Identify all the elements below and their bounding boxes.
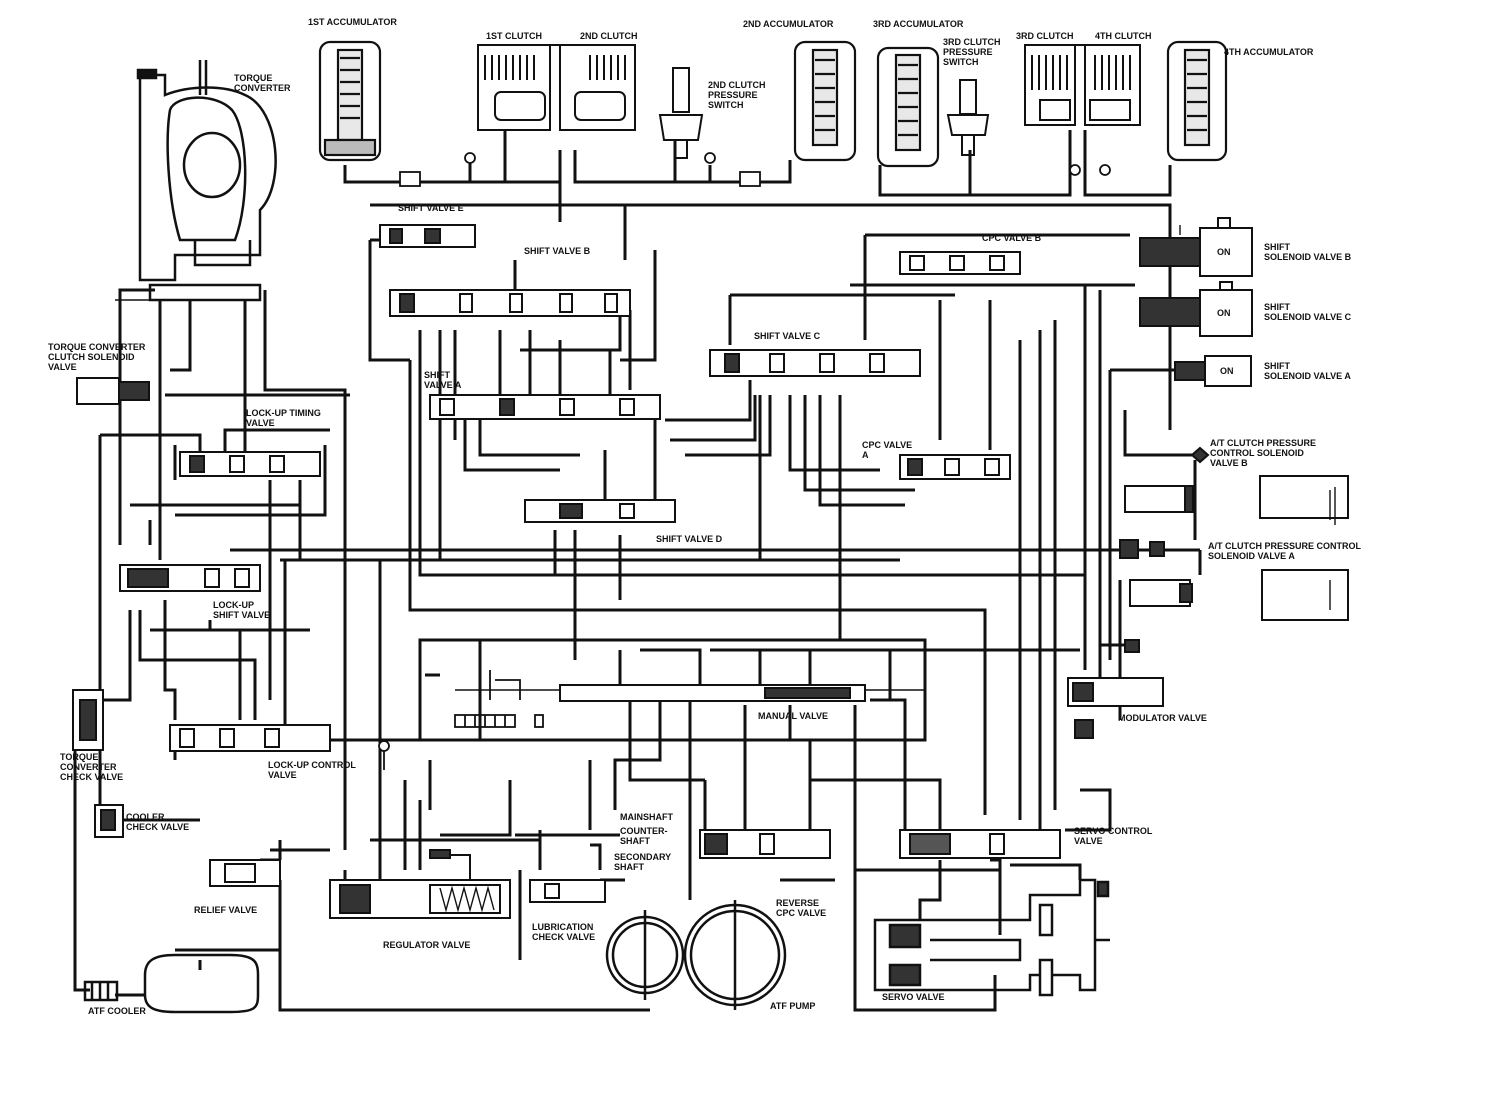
label-3rd-clutch: 3RD CLUTCH (1016, 31, 1074, 41)
label-regulator-valve: REGULATOR VALVE (383, 940, 471, 950)
label-secondary-shaft: SECONDARY SHAFT (614, 852, 672, 872)
accumulator-1st (318, 40, 382, 162)
label-shift-valve-c: SHIFT VALVE C (754, 331, 821, 341)
label-torque-converter-clutch-solenoid: TORQUE CONVERTER CLUTCH SOLENOID VALVE (48, 342, 146, 372)
label-manual-valve: MANUAL VALVE (758, 711, 829, 721)
torque-converter-clutch-solenoid (76, 377, 150, 405)
label-1st-accumulator: 1ST ACCUMULATOR (308, 17, 397, 27)
label-3rd-accumulator: 3RD ACCUMULATOR (873, 19, 964, 29)
label-3rd-clutch-pressure-switch: 3RD CLUTCH PRESSURE SWITCH (943, 37, 1001, 67)
at-clutch-pressure-solenoid-a (1119, 539, 1349, 653)
clutch-3rd-4th (1024, 44, 1141, 126)
label-shift-solenoid-a: SHIFT SOLENOID VALVE A (1264, 361, 1351, 381)
label-4th-clutch: 4TH CLUTCH (1095, 31, 1152, 41)
hydraulic-lines (73, 130, 1202, 1012)
pressure-switch-2nd (658, 67, 704, 159)
servo-valve (873, 878, 1110, 997)
label-countershaft: COUNTER- SHAFT (620, 826, 668, 846)
atf-cooler (83, 953, 260, 1014)
shift-solenoid-b (1139, 217, 1253, 277)
label-lock-up-control-valve: LOCK-UP CONTROL VALVE (268, 760, 356, 780)
label-cpc-valve-b: CPC VALVE B (982, 233, 1042, 243)
atf-pump (605, 900, 787, 1010)
accumulator-3rd (876, 46, 940, 168)
label-2nd-clutch: 2ND CLUTCH (580, 31, 638, 41)
accumulator-4th (1166, 40, 1228, 162)
label-2nd-clutch-pressure-switch: 2ND CLUTCH PRESSURE SWITCH (708, 80, 766, 110)
manual-valve-detent (454, 670, 544, 728)
label-lock-up-timing-valve: LOCK-UP TIMING VALVE (246, 408, 321, 428)
label-cpc-valve-a: CPC VALVE A (862, 440, 913, 460)
pressure-switch-3rd (946, 79, 990, 156)
label-2nd-accumulator: 2ND ACCUMULATOR (743, 19, 834, 29)
label-shift-valve-b: SHIFT VALVE B (524, 246, 591, 256)
label-shift-valve-e: SHIFT VALVE E (398, 203, 464, 213)
torque-converter (136, 60, 277, 302)
label-shift-valve-d: SHIFT VALVE D (656, 534, 723, 544)
clutch-1st-2nd (477, 44, 636, 131)
top-check-valves (399, 152, 1111, 187)
label-lock-up-shift-valve: LOCK-UP SHIFT VALVE (213, 600, 271, 620)
at-clutch-pressure-solenoid-b (1124, 446, 1349, 519)
label-lubrication-check-valve: LUBRICATION CHECK VALVE (532, 922, 596, 942)
label-at-clutch-pressure-solenoid-a: A/T CLUTCH PRESSURE CONTROL SOLENOID VAL… (1208, 541, 1361, 561)
label-torque-converter-check-valve: TORQUE CONVERTER CHECK VALVE (60, 752, 124, 782)
regulator-spring (439, 885, 495, 913)
label-shift-valve-a: SHIFT VALVE A (424, 370, 462, 390)
shift-solenoid-a (1174, 355, 1252, 387)
label-solenoid-c-on: ON (1217, 308, 1231, 318)
label-atf-pump: ATF PUMP (770, 1001, 816, 1011)
gauge-indicators (378, 740, 390, 770)
label-servo-valve: SERVO VALVE (882, 992, 945, 1002)
label-atf-cooler: ATF COOLER (88, 1006, 146, 1016)
valve-bodies (72, 224, 1164, 919)
shift-solenoid-c (1139, 281, 1253, 337)
label-4th-accumulator: 4TH ACCUMULATOR (1224, 47, 1314, 57)
label-cooler-check-valve: COOLER CHECK VALVE (126, 812, 190, 832)
label-reverse-cpc-valve: REVERSE CPC VALVE (776, 898, 827, 918)
label-1st-clutch: 1ST CLUTCH (486, 31, 542, 41)
label-solenoid-b-on: ON (1217, 247, 1231, 257)
label-servo-control-valve: SERVO CONTROL VALVE (1074, 826, 1153, 846)
label-torque-converter: TORQUE CONVERTER (234, 73, 291, 93)
label-mainshaft: MAINSHAFT (620, 812, 673, 822)
accumulator-2nd (793, 40, 857, 162)
label-solenoid-a-on: ON (1220, 366, 1234, 376)
label-modulator-valve: MODULATOR VALVE (1118, 713, 1207, 723)
label-shift-solenoid-c: SHIFT SOLENOID VALVE C (1264, 302, 1352, 322)
label-relief-valve: RELIEF VALVE (194, 905, 258, 915)
label-at-clutch-pressure-solenoid-b: A/T CLUTCH PRESSURE CONTROL SOLENOID VAL… (1210, 438, 1317, 468)
label-shift-solenoid-b: SHIFT SOLENOID VALVE B (1264, 242, 1352, 262)
